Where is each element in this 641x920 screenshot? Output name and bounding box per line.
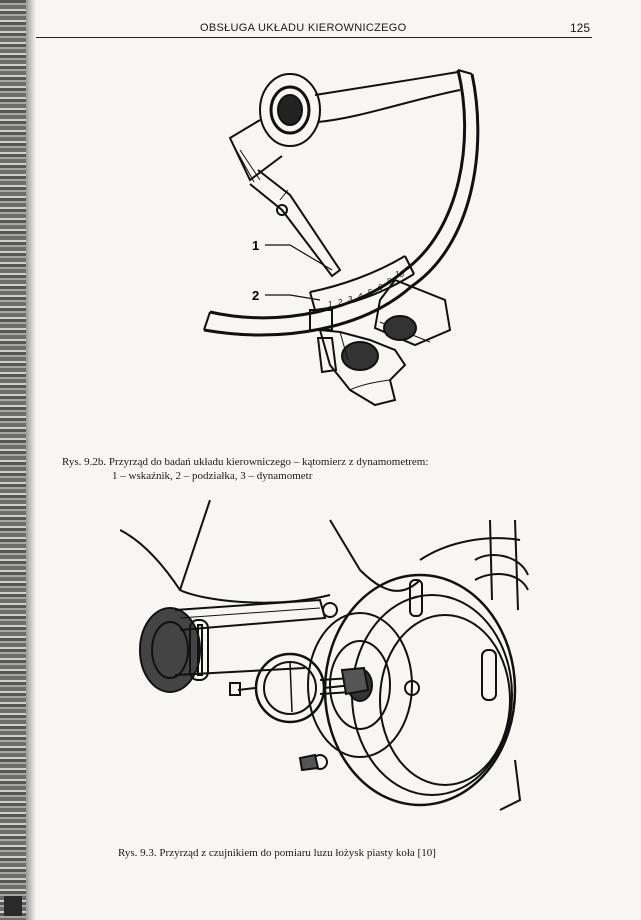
- book-spine-shadow: [0, 0, 26, 920]
- callout-1: 1: [252, 238, 259, 253]
- figure-1-caption: Rys. 9.2b. Przyrząd do badań układu kier…: [62, 455, 428, 483]
- scale-digit: 1: [328, 300, 333, 309]
- figure-steering-protractor: 1 2 1 2 3 4 5 6 8 10: [203, 69, 480, 407]
- scale-digit: 6: [378, 283, 383, 292]
- scale-digit: 2: [338, 298, 343, 307]
- scale-digit: 8: [387, 277, 392, 286]
- scale-digit: 3: [348, 295, 353, 304]
- header-rule: [36, 37, 592, 38]
- figure-hub-dial-indicator: [120, 500, 529, 811]
- figure-2-caption: Rys. 9.3. Przyrząd z czujnikiem do pomia…: [118, 847, 436, 859]
- callout-2: 2: [252, 288, 259, 303]
- page-number: 125: [569, 21, 590, 35]
- spine-gradient: [26, 0, 36, 920]
- figure-1-caption-line2: 1 – wskaźnik, 2 – podziałka, 3 – dynamom…: [112, 470, 313, 482]
- running-head-title: OBSŁUGA UKŁADU KIEROWNICZEGO: [200, 22, 407, 34]
- scale-digit: 10: [395, 270, 404, 279]
- figure-1-caption-line1: Rys. 9.2b. Przyrząd do badań układu kier…: [62, 456, 429, 468]
- scale-digit: 4: [358, 292, 363, 301]
- scale-digit: 5: [368, 288, 373, 297]
- running-head: OBSŁUGA UKŁADU KIEROWNICZEGO 125: [36, 20, 596, 38]
- scan-corner-mark: [4, 896, 22, 916]
